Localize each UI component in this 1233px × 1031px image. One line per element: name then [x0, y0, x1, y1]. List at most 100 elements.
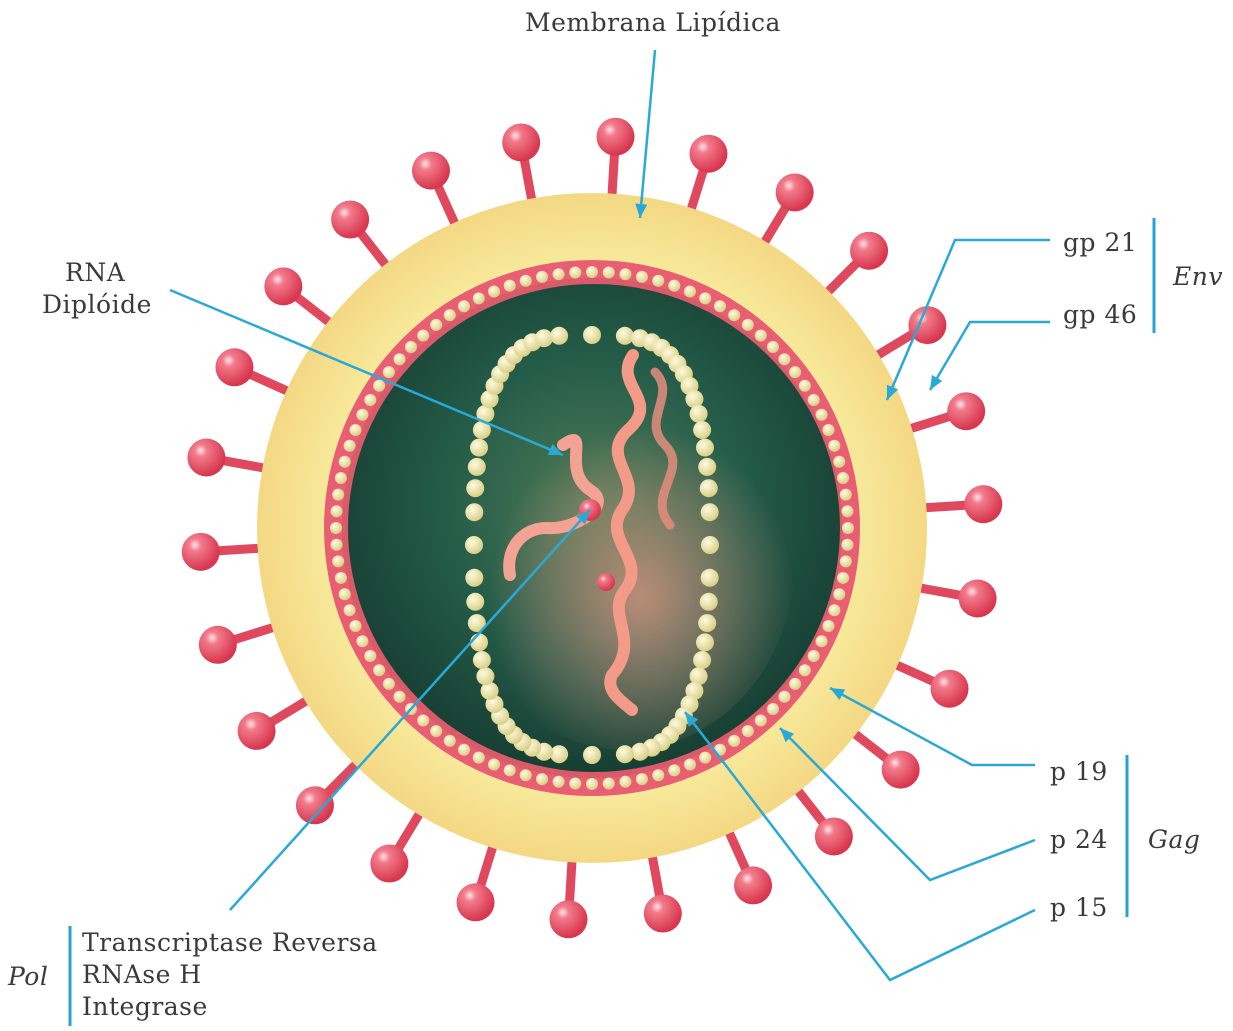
matrix-bead — [636, 271, 648, 283]
capsid-bead — [701, 536, 719, 554]
matrix-bead — [444, 309, 456, 321]
pol-item-integrase: Integrase — [82, 992, 208, 1022]
matrix-bead — [767, 703, 779, 715]
matrix-bead — [636, 773, 648, 785]
capsid-bead — [701, 503, 719, 521]
matrix-bead — [417, 714, 429, 726]
matrix-bead — [668, 764, 680, 776]
matrix-bead — [488, 285, 500, 297]
capsid-bead — [690, 405, 708, 423]
matrix-bead — [619, 776, 631, 788]
matrix-bead — [458, 744, 470, 756]
matrix-bead — [339, 456, 351, 468]
capsid-bead — [700, 593, 718, 611]
spike-knob — [549, 900, 587, 938]
matrix-bead — [488, 759, 500, 771]
pol-label: Pol — [8, 962, 48, 992]
capsid-bead — [698, 614, 716, 632]
gp46-leader — [930, 322, 1050, 390]
matrix-bead — [755, 330, 767, 342]
matrix-bead — [778, 353, 790, 365]
matrix-bead — [603, 267, 615, 279]
spike-knob — [199, 626, 237, 664]
spike-knob — [215, 348, 253, 386]
matrix-bead — [778, 691, 790, 703]
matrix-bead — [808, 394, 820, 406]
capsid-bead — [698, 458, 716, 476]
capsid-bead — [693, 651, 711, 669]
matrix-bead — [394, 691, 406, 703]
spike-knob — [187, 439, 225, 477]
matrix-bead — [349, 424, 361, 436]
matrix-bead — [728, 309, 740, 321]
matrix-bead — [755, 714, 767, 726]
matrix-bead — [699, 292, 711, 304]
matrix-bead — [339, 588, 351, 600]
capsid-bead — [616, 327, 634, 345]
matrix-bead — [520, 769, 532, 781]
matrix-bead — [331, 505, 343, 517]
capsid-bead — [465, 503, 483, 521]
matrix-bead — [619, 268, 631, 280]
capsid-bead — [550, 327, 568, 345]
matrix-bead — [799, 664, 811, 676]
capsid-bead — [470, 633, 488, 651]
matrix-bead — [586, 266, 598, 278]
matrix-bead — [344, 604, 356, 616]
integrase-dot — [597, 573, 615, 591]
spike-knob — [264, 267, 302, 305]
capsid-bead — [466, 479, 484, 497]
gp46-label: gp 46 — [1063, 300, 1137, 330]
capsid-bead — [465, 536, 483, 554]
matrix-bead — [383, 366, 395, 378]
capsid-bead — [468, 458, 486, 476]
matrix-bead — [373, 380, 385, 392]
capsid-bead — [535, 329, 553, 347]
matrix-bead — [569, 267, 581, 279]
spike-knob — [296, 786, 334, 824]
capsid-bead — [616, 745, 634, 763]
matrix-bead — [837, 572, 849, 584]
capsid-bead — [583, 326, 601, 344]
matrix-bead — [504, 764, 516, 776]
matrix-bead — [458, 300, 470, 312]
matrix-bead — [349, 620, 361, 632]
gag-label: Gag — [1148, 825, 1200, 855]
spike-knob — [689, 135, 727, 173]
capsid-bead — [470, 439, 488, 457]
matrix-bead — [841, 539, 853, 551]
spike-knob — [815, 817, 853, 855]
matrix-bead — [335, 572, 347, 584]
matrix-bead — [828, 440, 840, 452]
capsid-bead — [465, 569, 483, 587]
spike-knob — [931, 670, 969, 708]
spike-knob — [412, 152, 450, 190]
matrix-bead — [684, 759, 696, 771]
pol-item-rnase: RNAse H — [82, 960, 202, 990]
p24-label: p 24 — [1050, 825, 1108, 855]
matrix-bead — [335, 472, 347, 484]
matrix-bead — [668, 280, 680, 292]
matrix-bead — [823, 424, 835, 436]
matrix-bead — [789, 678, 801, 690]
matrix-bead — [699, 752, 711, 764]
pol-item-transcriptase: Transcriptase Reversa — [82, 928, 378, 958]
matrix-bead — [837, 472, 849, 484]
matrix-bead — [356, 635, 368, 647]
matrix-bead — [364, 394, 376, 406]
matrix-bead — [430, 725, 442, 737]
matrix-bead — [841, 505, 853, 517]
matrix-bead — [405, 341, 417, 353]
capsid-bead — [693, 421, 711, 439]
membrane-leader — [640, 50, 655, 218]
membrane-label: Membrana Lipídica — [525, 8, 781, 38]
matrix-bead — [520, 275, 532, 287]
matrix-bead — [728, 735, 740, 747]
p15-label: p 15 — [1050, 893, 1108, 923]
matrix-bead — [742, 725, 754, 737]
capsid-bead — [550, 745, 568, 763]
spike-knob — [238, 712, 276, 750]
matrix-bead — [430, 319, 442, 331]
